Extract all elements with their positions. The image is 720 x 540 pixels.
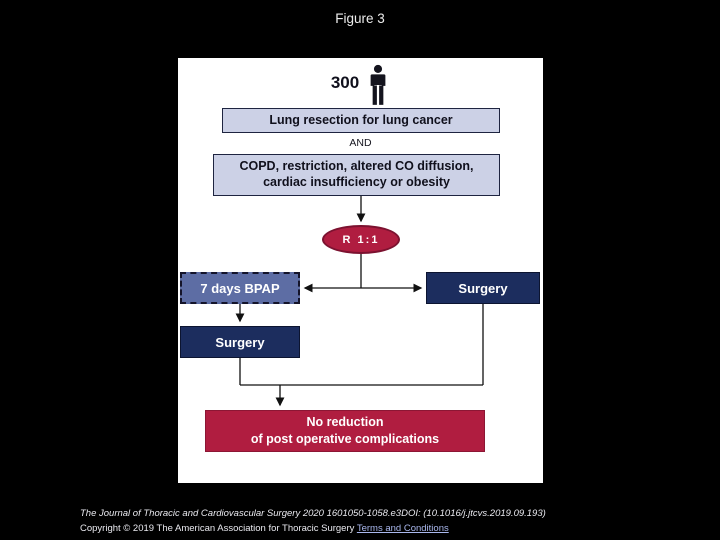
inclusion-box-comorbidities: COPD, restriction, altered CO diffusion,… bbox=[213, 154, 500, 196]
citation-text: The Journal of Thoracic and Cardiovascul… bbox=[80, 508, 546, 519]
arm-box-bpap: 7 days BPAP bbox=[180, 272, 300, 304]
terms-and-conditions-link[interactable]: Terms and Conditions bbox=[356, 523, 449, 534]
randomization-ellipse: R 1:1 bbox=[322, 225, 400, 254]
person-icon bbox=[370, 64, 386, 105]
figure-panel: 300 Lung resection for lung cancer AND C… bbox=[178, 58, 543, 483]
inclusion-primary-label: Lung resection for lung cancer bbox=[269, 112, 453, 127]
figure-title: Figure 3 bbox=[335, 11, 385, 26]
population-group: 300 bbox=[178, 62, 543, 108]
outcome-box: No reduction of post operative complicat… bbox=[205, 410, 485, 452]
bpap-followup-surgery-box: Surgery bbox=[180, 326, 300, 358]
arm-box-surgery: Surgery bbox=[426, 272, 540, 304]
outcome-line-2: of post operative complications bbox=[250, 432, 440, 446]
inclusion-secondary-label: COPD, restriction, altered CO diffusion,… bbox=[239, 159, 474, 189]
outcome-line-1: No reduction bbox=[306, 415, 384, 430]
copyright-text: Copyright © 2019 The American Associatio… bbox=[80, 523, 357, 534]
copyright-line: Copyright © 2019 The American Associatio… bbox=[80, 523, 449, 534]
randomization-label: R 1:1 bbox=[342, 233, 380, 246]
bpap-followup-label: Surgery bbox=[215, 334, 265, 350]
population-count: 300 bbox=[330, 73, 360, 92]
arm-surgery-label: Surgery bbox=[458, 280, 508, 296]
inclusion-box-lung-resection: Lung resection for lung cancer bbox=[222, 108, 500, 133]
and-connector-label: AND bbox=[349, 137, 372, 149]
arm-bpap-label: 7 days BPAP bbox=[200, 280, 280, 296]
